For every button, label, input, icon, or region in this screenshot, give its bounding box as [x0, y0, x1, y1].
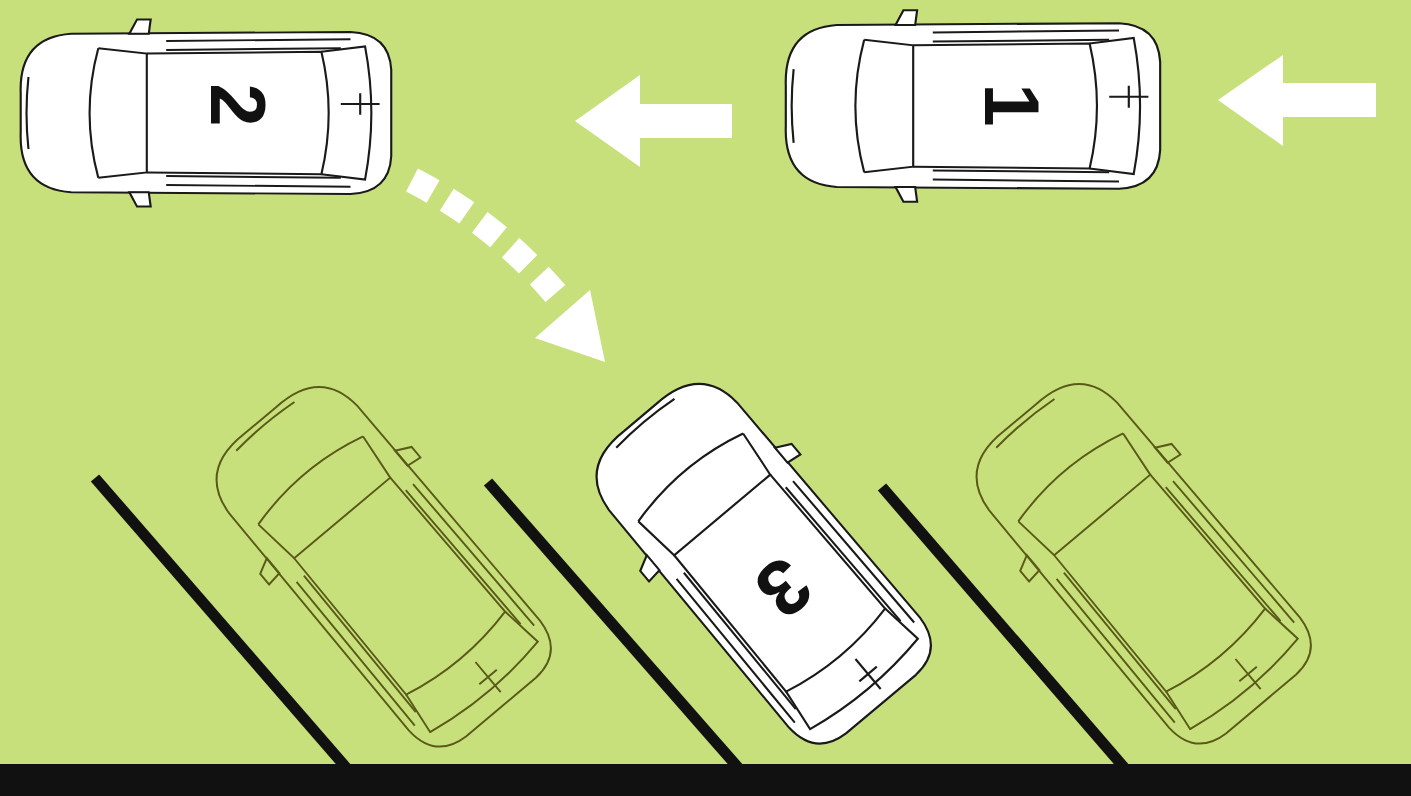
- car: [786, 10, 1160, 201]
- dashed-arrow-head: [535, 290, 605, 362]
- callout-number: 2: [199, 83, 277, 126]
- dashed-arrow: [412, 180, 565, 305]
- direction-arrows: [575, 55, 1376, 167]
- callout-number: 1: [973, 83, 1051, 126]
- car: [565, 354, 957, 768]
- parked-car: [185, 357, 577, 771]
- car: [21, 19, 392, 206]
- parked-car: [945, 354, 1337, 768]
- kerb: [0, 764, 1411, 796]
- bay-lines: [95, 478, 1128, 772]
